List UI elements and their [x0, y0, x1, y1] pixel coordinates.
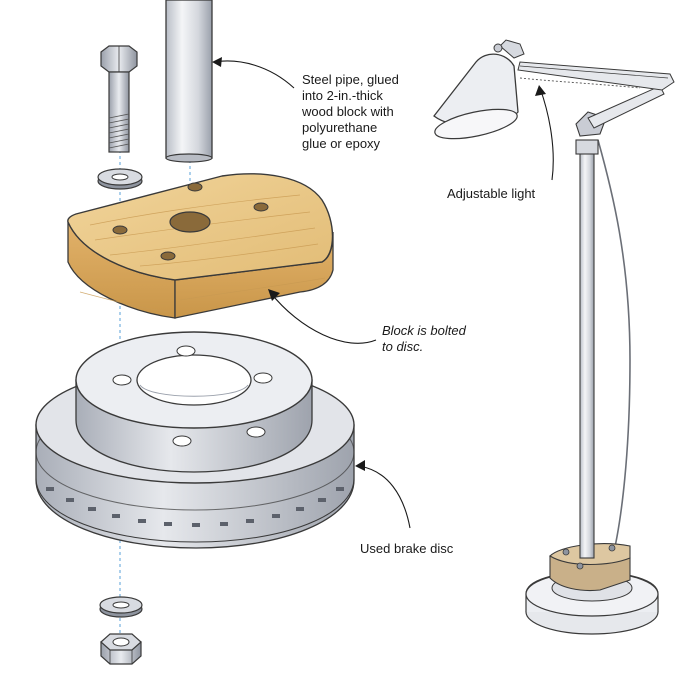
bolt — [101, 46, 137, 152]
label-block-bolted-line-2: to disc. — [382, 339, 492, 355]
label-brake-disc: Used brake disc — [360, 541, 453, 557]
brake-disc — [36, 332, 354, 548]
leader-block — [270, 292, 376, 343]
label-steel-pipe: Steel pipe, glued into 2-in.-thick wood … — [302, 72, 432, 152]
label-steel-pipe-line-1: Steel pipe, glued — [302, 72, 432, 88]
leader-disc — [358, 466, 410, 528]
label-steel-pipe-line-3: wood block with — [302, 104, 432, 120]
arrowhead-pipe — [212, 57, 222, 67]
label-steel-pipe-line-5: glue or epoxy — [302, 136, 432, 152]
arrowhead-disc — [355, 460, 365, 471]
top-washer — [98, 169, 142, 189]
bottom-washer — [100, 597, 142, 617]
leader-pipe — [214, 61, 294, 88]
wood-block — [68, 174, 333, 318]
label-block-bolted: Block is bolted to disc. — [382, 323, 492, 355]
label-adjustable-light: Adjustable light — [447, 186, 535, 202]
nut — [101, 634, 141, 664]
arrowhead-light — [535, 85, 546, 96]
label-steel-pipe-line-4: polyurethane — [302, 120, 432, 136]
label-block-bolted-line-1: Block is bolted — [382, 323, 492, 339]
leader-light — [540, 88, 553, 180]
label-steel-pipe-line-2: into 2-in.-thick — [302, 88, 432, 104]
steel-pipe — [166, 0, 212, 162]
